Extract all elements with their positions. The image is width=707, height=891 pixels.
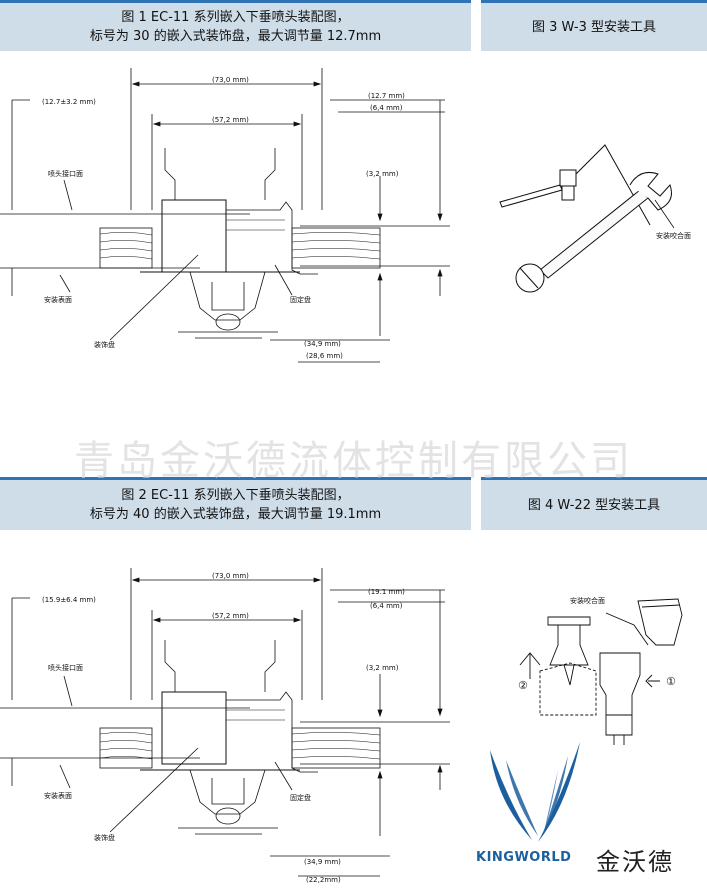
fig1-overall-width: (73,0 mm)	[212, 76, 249, 84]
figure4-tool-drawing: 安装咬合面 ② ①	[518, 596, 683, 745]
figure1-assembly-drawing: (73,0 mm) (57,2 mm) (12.7±3.2 mm) (12.7 …	[0, 68, 450, 363]
figure1-title-line1: 图 1 EC-11 系列嵌入下垂喷头装配图，	[121, 10, 350, 25]
fig1-fixed-plate-label: 固定盘	[290, 295, 311, 304]
fig2-gap: (3,2 mm)	[366, 664, 399, 672]
brand-name-en: KINGWORLD	[476, 850, 572, 865]
fig1-right-second: (6,4 mm)	[370, 104, 403, 112]
figure2-title-bar: 图 2 EC-11 系列嵌入下垂喷头装配图， 标号为 40 的嵌入式装饰盘，最大…	[0, 477, 471, 530]
fig2-fixed-plate-label: 固定盘	[290, 793, 311, 802]
fig1-escutcheon-label: 装饰盘	[94, 340, 115, 349]
fig4-grip-face-label: 安装咬合面	[570, 596, 605, 605]
brand-name-cn: 金沃德	[596, 848, 674, 876]
fig1-nozzle-face-label: 喷头接口面	[48, 169, 83, 178]
fig2-escutcheon-label: 装饰盘	[94, 833, 115, 842]
figure3-title: 图 3 W-3 型安装工具	[532, 19, 656, 35]
fig1-gap: (3,2 mm)	[366, 170, 399, 178]
figure3-wrench-drawing: 安装咬合面	[499, 144, 691, 293]
fig2-right-second: (6,4 mm)	[370, 602, 403, 610]
fig1-bottom2: (28,6 mm)	[306, 352, 343, 360]
figure2-title-line2: 标号为 40 的嵌入式装饰盘，最大调节量 19.1mm	[89, 507, 382, 522]
figure2-title-line1: 图 2 EC-11 系列嵌入下垂喷头装配图，	[121, 488, 350, 503]
fig2-mount-surface-label: 安装表面	[44, 791, 72, 800]
fig1-mount-surface-label: 安装表面	[44, 295, 72, 304]
kingworld-wing-logo	[490, 742, 580, 842]
figure4-title: 图 4 W-22 型安装工具	[527, 497, 661, 513]
fig4-step1: ①	[666, 675, 676, 688]
fig1-right-top: (12.7 mm)	[368, 92, 405, 100]
fig1-inner-width: (57,2 mm)	[212, 116, 249, 124]
fig2-bottom1: (34,9 mm)	[304, 858, 341, 866]
figure3-title-bar: 图 3 W-3 型安装工具	[481, 0, 707, 51]
company-watermark: 青岛金沃德流体控制有限公司	[74, 438, 633, 484]
figure1-title-line2: 标号为 30 的嵌入式装饰盘，最大调节量 12.7mm	[89, 29, 382, 44]
figure4-title-bar: 图 4 W-22 型安装工具	[481, 477, 707, 530]
figure1-title-bar: 图 1 EC-11 系列嵌入下垂喷头装配图， 标号为 30 的嵌入式装饰盘，最大…	[0, 0, 471, 51]
fig2-overall-width: (73,0 mm)	[212, 572, 249, 580]
fig1-bottom1: (34,9 mm)	[304, 340, 341, 348]
fig4-step2: ②	[518, 679, 528, 692]
fig2-inner-width: (57,2 mm)	[212, 612, 249, 620]
fig2-left-adjust: (15.9±6.4 mm)	[42, 596, 96, 604]
fig2-right-top: (19.1 mm)	[368, 588, 405, 596]
fig2-bottom2: (22,2mm)	[306, 876, 341, 884]
fig3-grip-face-label: 安装咬合面	[656, 231, 691, 240]
fig1-left-adjust: (12.7±3.2 mm)	[42, 98, 96, 106]
figure2-assembly-drawing: (73,0 mm) (57,2 mm) (15.9±6.4 mm) (19.1 …	[0, 568, 450, 884]
fig2-nozzle-face-label: 喷头接口面	[48, 663, 83, 672]
